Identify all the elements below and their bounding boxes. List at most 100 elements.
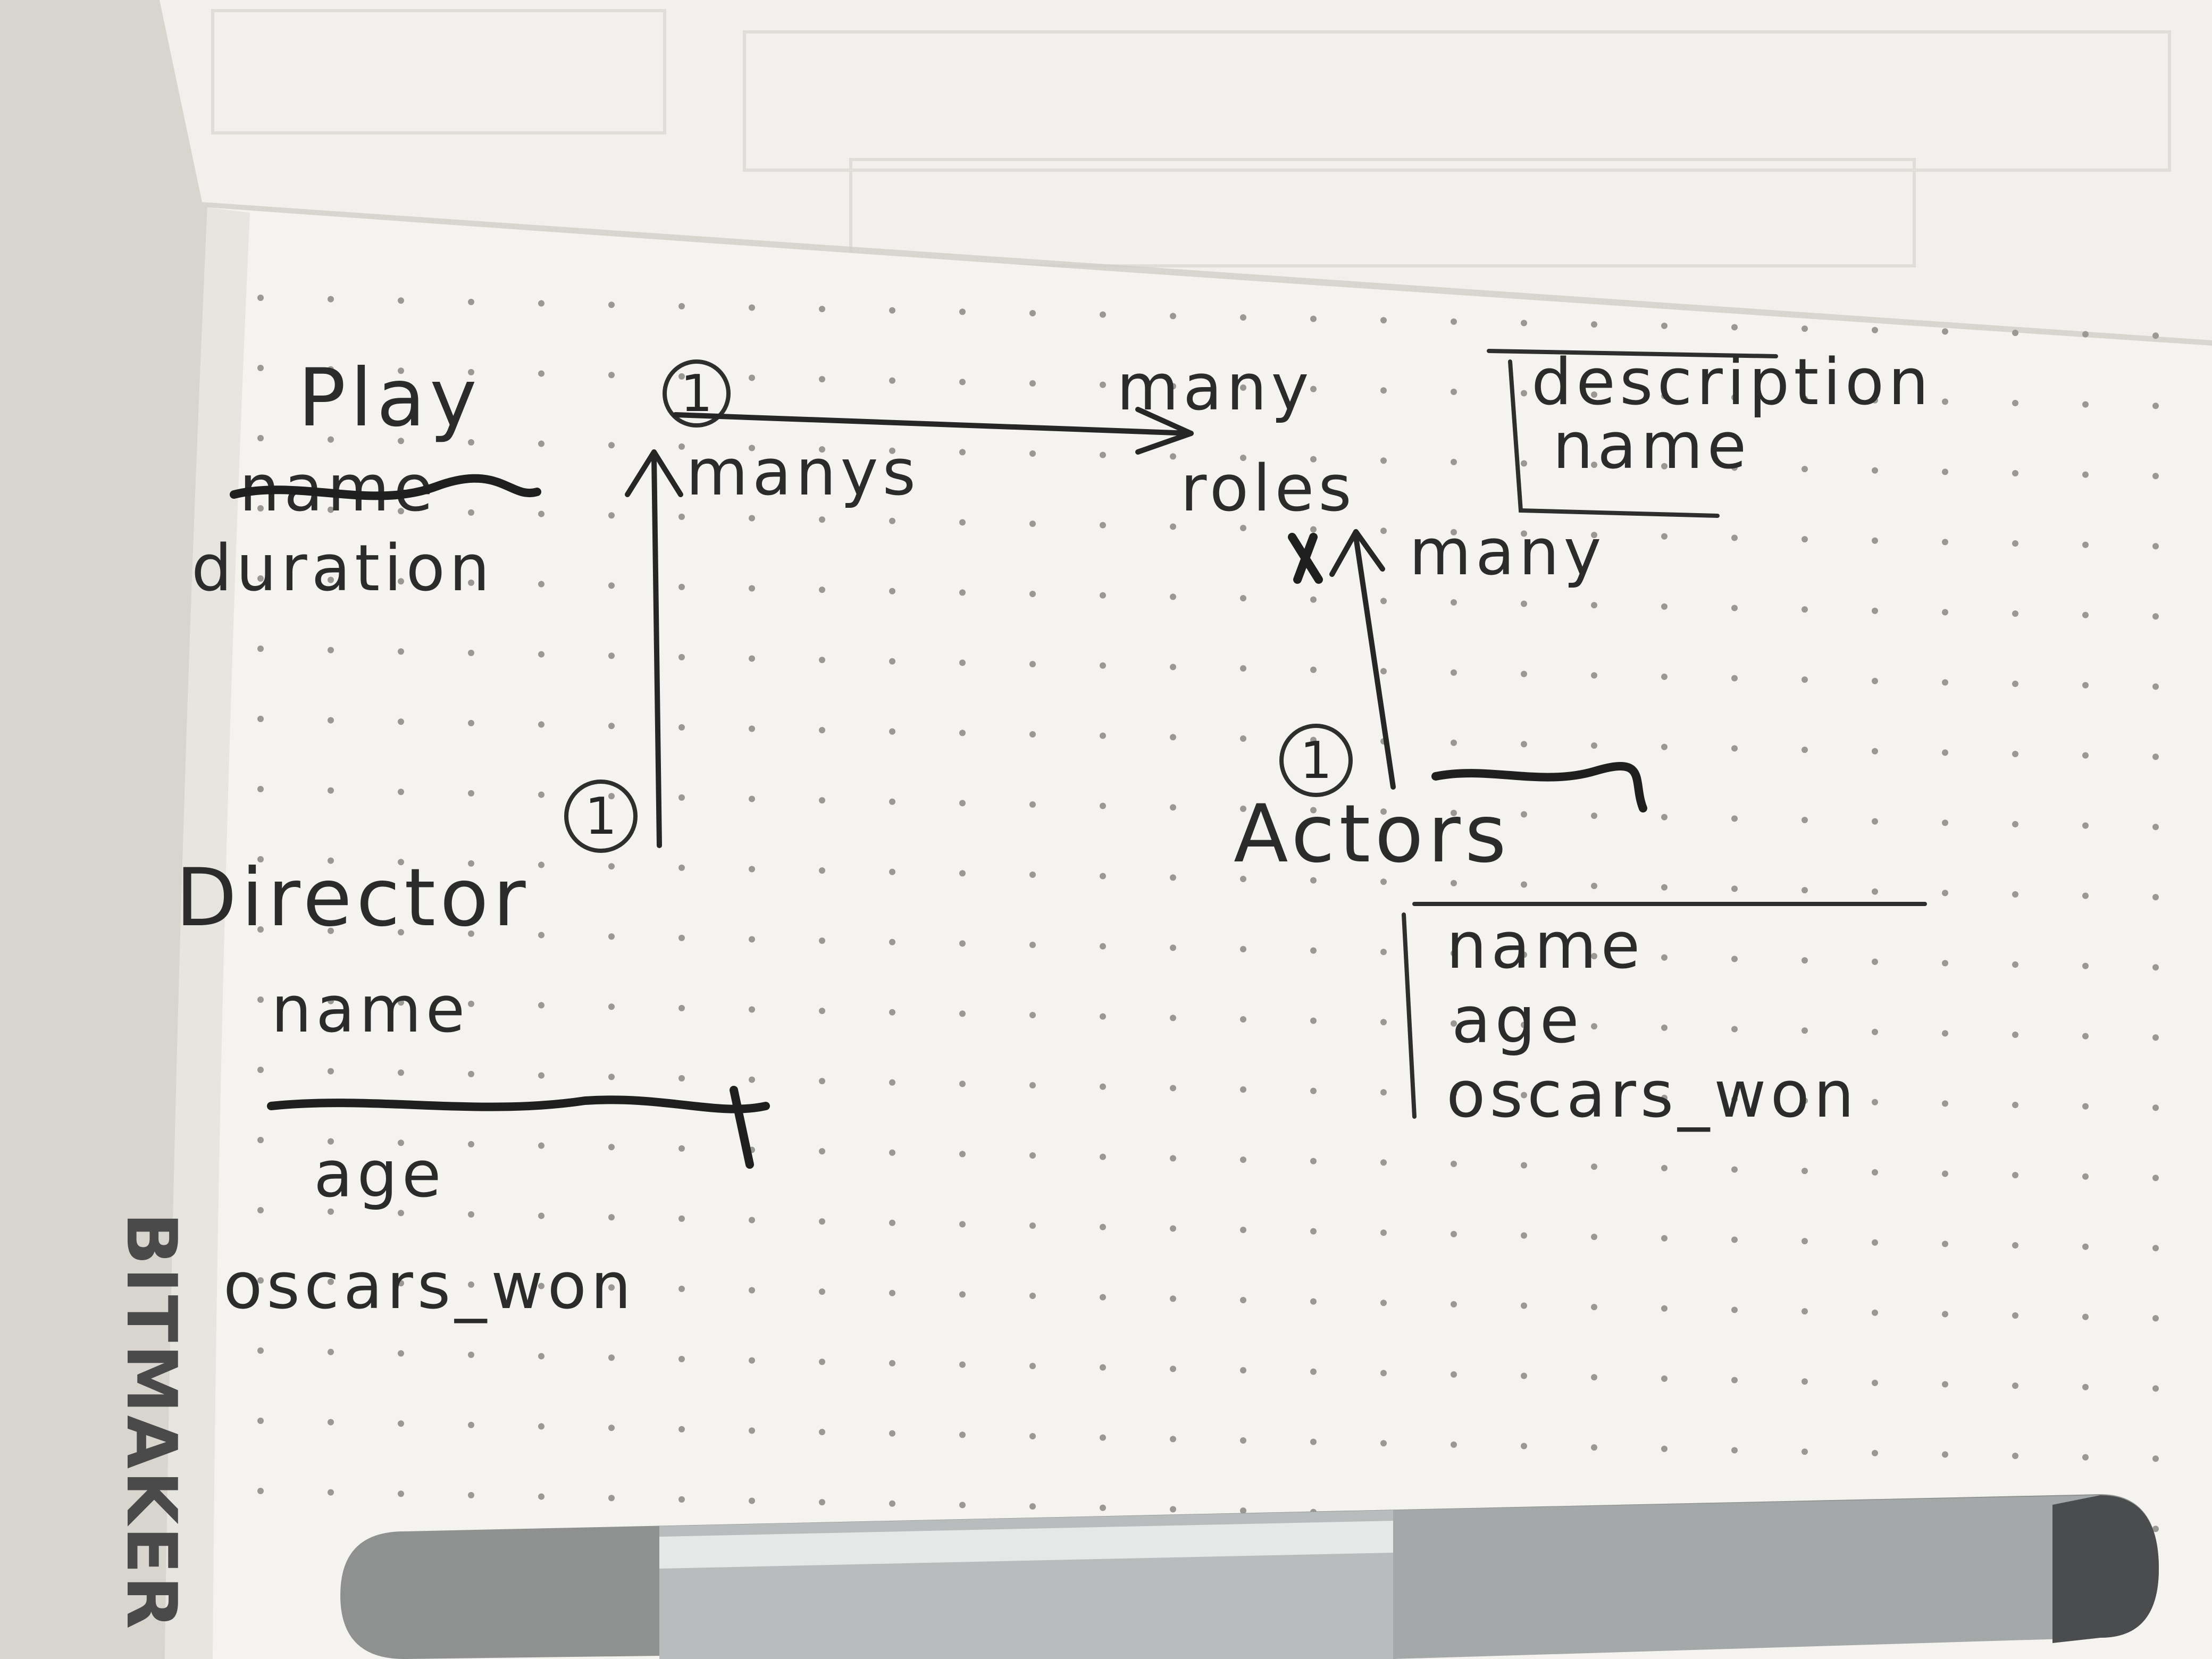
grid-dot (959, 730, 966, 736)
grid-dot (1170, 944, 1176, 951)
grid-dot (2012, 540, 2018, 547)
grid-dot (1521, 390, 1527, 397)
grid-dot (257, 716, 264, 722)
grid-dot (819, 1288, 825, 1295)
grid-dot (1310, 1087, 1317, 1094)
grid-dot (1240, 1226, 1246, 1233)
grid-dot (1310, 1228, 1317, 1235)
grid-dot (889, 1149, 895, 1156)
grid-dot (1942, 960, 1948, 967)
grid-dot (1170, 313, 1176, 320)
grid-dot (1029, 731, 1036, 738)
grid-dot (1731, 815, 1738, 822)
grid-dot (1521, 320, 1527, 326)
grid-dot (1380, 1370, 1387, 1377)
grid-dot (2012, 1102, 2018, 1108)
grid-dot (1240, 1296, 1246, 1303)
grid-dot (1591, 812, 1597, 819)
grid-dot (328, 1208, 334, 1215)
grid-dot (889, 798, 895, 805)
grid-dot (398, 789, 404, 795)
grid-dot (1731, 1026, 1738, 1033)
grid-dot (1521, 530, 1527, 537)
grid-dot (2082, 1033, 2089, 1040)
grid-dot (257, 786, 264, 792)
grid-dot (398, 648, 404, 655)
grid-dot (678, 653, 685, 660)
grid-dot (678, 373, 685, 380)
grid-dot (1240, 875, 1246, 882)
grid-dot (538, 1212, 544, 1219)
grid-dot (1451, 1020, 1457, 1027)
grid-dot (257, 1067, 264, 1073)
pen (340, 1494, 2159, 1659)
roles-attr-name: name (1553, 409, 1750, 483)
grid-dot (678, 1075, 685, 1082)
grid-dot (1731, 605, 1738, 611)
grid-dot (2152, 894, 2159, 901)
grid-dot (749, 1217, 755, 1224)
grid-dot (1100, 381, 1106, 388)
grid-dot (1802, 466, 1808, 473)
grid-dot (1451, 388, 1457, 395)
grid-dot (1521, 460, 1527, 467)
grid-dot (1872, 958, 1878, 965)
grid-dot (1872, 1169, 1878, 1176)
director-attr-age: age (314, 1138, 446, 1212)
grid-dot (1451, 809, 1457, 816)
grid-dot (468, 1070, 474, 1077)
grid-dot (678, 583, 685, 590)
grid-dot (1872, 467, 1878, 474)
grid-dot (749, 866, 755, 873)
grid-dot (2082, 541, 2089, 548)
grid-dot (1380, 1300, 1387, 1306)
grid-dot (1170, 453, 1176, 460)
relation-play-roles: 1 many (663, 351, 1309, 455)
grid-dot (1521, 1443, 1527, 1449)
grid-dot (678, 443, 685, 450)
grid-dot (889, 1289, 895, 1296)
grid-dot (889, 1079, 895, 1086)
grid-dot (538, 1002, 544, 1009)
grid-dot (398, 859, 404, 866)
play-roles-arrow-line (673, 412, 1194, 436)
grid-dot (1802, 1308, 1808, 1315)
grid-dot (468, 579, 474, 586)
grid-dot (1380, 457, 1387, 464)
grid-dot (468, 930, 474, 937)
grid-dot (1240, 1437, 1246, 1444)
grid-dot (959, 1361, 966, 1368)
grid-dot (257, 295, 264, 301)
grid-dot (257, 646, 264, 652)
grid-dot (2152, 1245, 2159, 1252)
grid-dot (608, 1214, 615, 1221)
grid-dot (1872, 818, 1878, 825)
director-play-arrow-line (651, 455, 662, 848)
grid-dot (1942, 1030, 1948, 1037)
grid-dot (1661, 1445, 1668, 1452)
brand-label: BITMAKER (111, 1212, 192, 1631)
grid-dot (468, 368, 474, 375)
grid-dot (1872, 1099, 1878, 1105)
grid-dot (1029, 310, 1036, 317)
grid-dot (2082, 401, 2089, 408)
grid-dot (1591, 1234, 1597, 1241)
grid-dot (468, 790, 474, 797)
grid-dot (468, 860, 474, 867)
grid-dot (1380, 949, 1387, 956)
grid-dot (257, 1418, 264, 1424)
grid-dot (2012, 400, 2018, 406)
grid-dot (1521, 741, 1527, 748)
grid-dot (398, 1490, 404, 1497)
grid-dot (538, 721, 544, 728)
grid-dot (328, 787, 334, 794)
grid-dot (889, 658, 895, 665)
grid-dot (749, 1427, 755, 1434)
grid-dot (398, 1280, 404, 1287)
grid-dot (959, 1080, 966, 1087)
grid-dot (2082, 962, 2089, 969)
grid-dot (1802, 887, 1808, 894)
grid-dot (819, 1429, 825, 1436)
grid-dot (2012, 1172, 2018, 1178)
grid-dot (1240, 594, 1246, 601)
